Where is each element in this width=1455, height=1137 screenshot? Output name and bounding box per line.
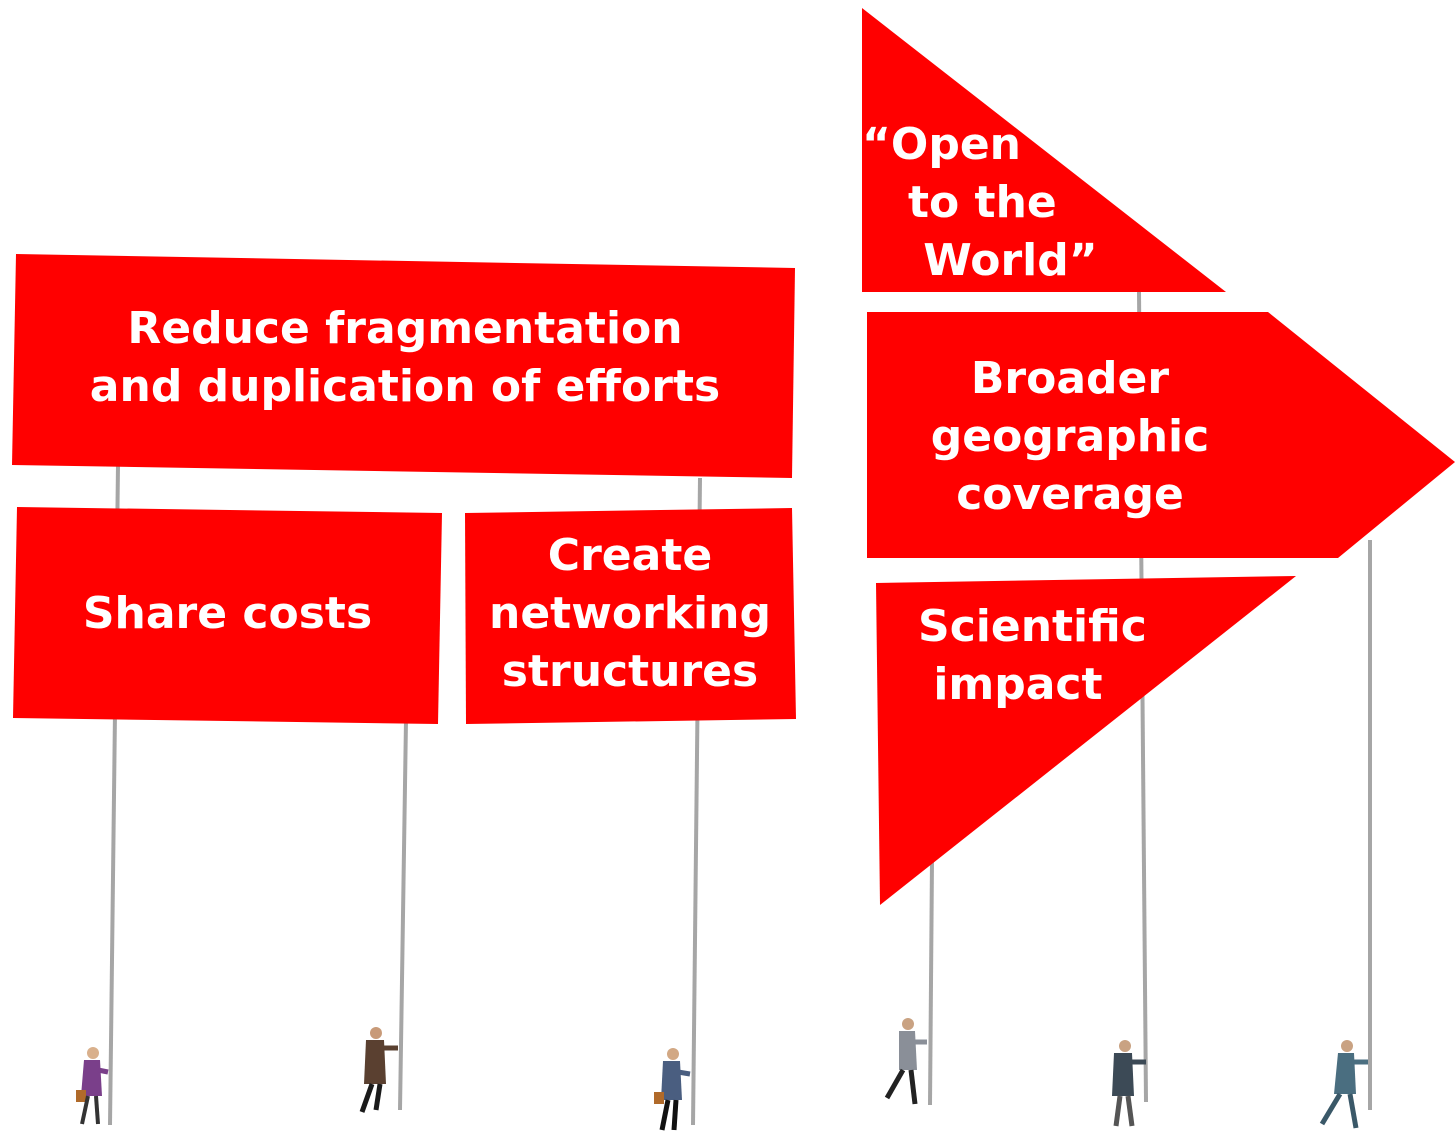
- open-to-the-world-label: “Open to the World”: [862, 119, 1098, 286]
- pole-scientific: [928, 859, 934, 1106]
- sign-reduce-fragmentation: [12, 254, 795, 478]
- scientific-impact-label: Scientific impact: [918, 601, 1147, 710]
- walker-teal-icon: [1319, 1040, 1368, 1129]
- sign-scientific-impact: [876, 576, 1296, 905]
- share-costs-label: Share costs: [82, 588, 373, 639]
- reduce-fragmentation-label: Reduce fragmentation and duplication of …: [89, 303, 721, 412]
- walker-brown-icon: [359, 1027, 398, 1113]
- pole-share-right: [398, 719, 408, 1111]
- sign-broader-coverage: [867, 312, 1455, 558]
- walker-grey-icon: [884, 1018, 927, 1105]
- sign-open-to-the-world: [862, 8, 1226, 292]
- sign-create-networking: [465, 508, 796, 724]
- sign-share-costs: [13, 507, 442, 724]
- broader-coverage-label: Broader geographic coverage: [930, 353, 1210, 520]
- walker-dark-icon: [1112, 1040, 1146, 1127]
- walker-purple-icon: [76, 1047, 109, 1125]
- create-networking-label: Create networking structures: [489, 530, 771, 697]
- walker-blue-icon: [654, 1048, 691, 1131]
